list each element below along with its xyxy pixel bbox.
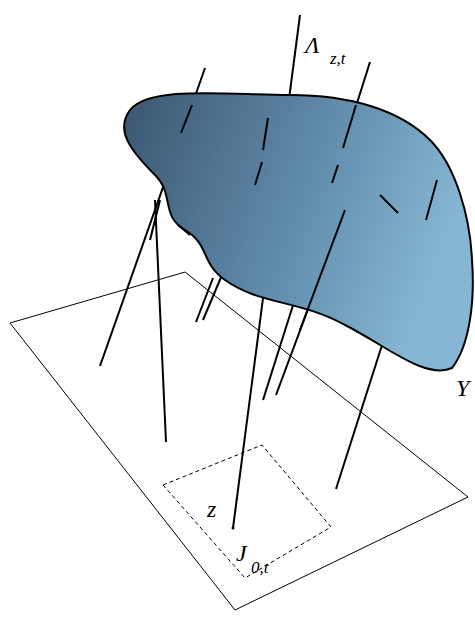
lambda-label: Λ bbox=[305, 33, 320, 57]
fiber-front-segments bbox=[150, 105, 437, 330]
region-label: Y bbox=[456, 376, 469, 400]
region-blob bbox=[124, 93, 473, 370]
square-subscript: 0,t bbox=[251, 559, 268, 576]
square-label: J bbox=[236, 541, 247, 565]
lambda-subscript: z,t bbox=[330, 50, 346, 67]
point-z bbox=[232, 527, 235, 530]
dashed-square bbox=[163, 445, 331, 578]
point-label: z bbox=[207, 497, 216, 521]
